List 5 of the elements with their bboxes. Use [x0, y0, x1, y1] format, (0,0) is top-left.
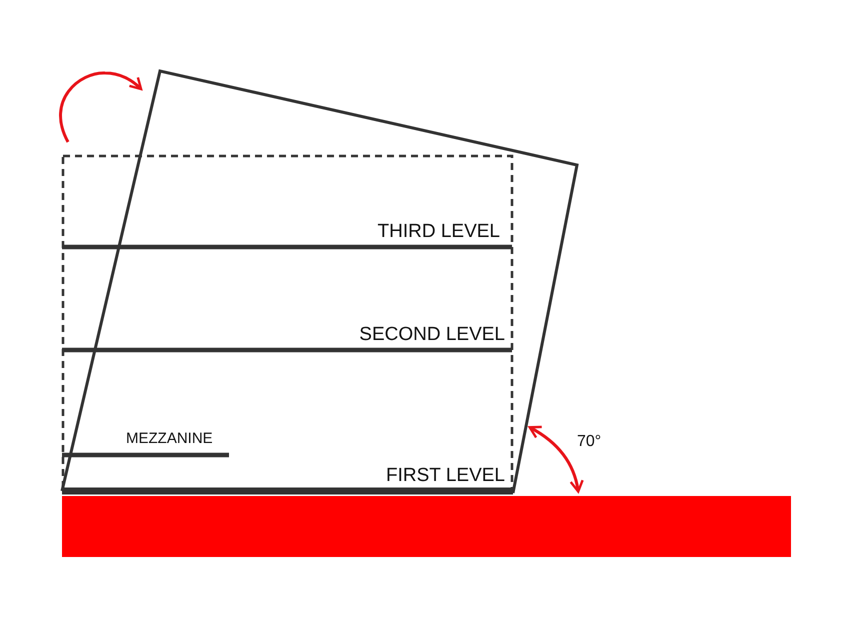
- level-label: FIRST LEVEL: [386, 466, 505, 485]
- angle-label: 70°: [577, 434, 602, 450]
- level-label: MEZZANINE: [126, 431, 213, 446]
- level-label: THIRD LEVEL: [378, 222, 500, 241]
- level-label: SECOND LEVEL: [359, 325, 505, 344]
